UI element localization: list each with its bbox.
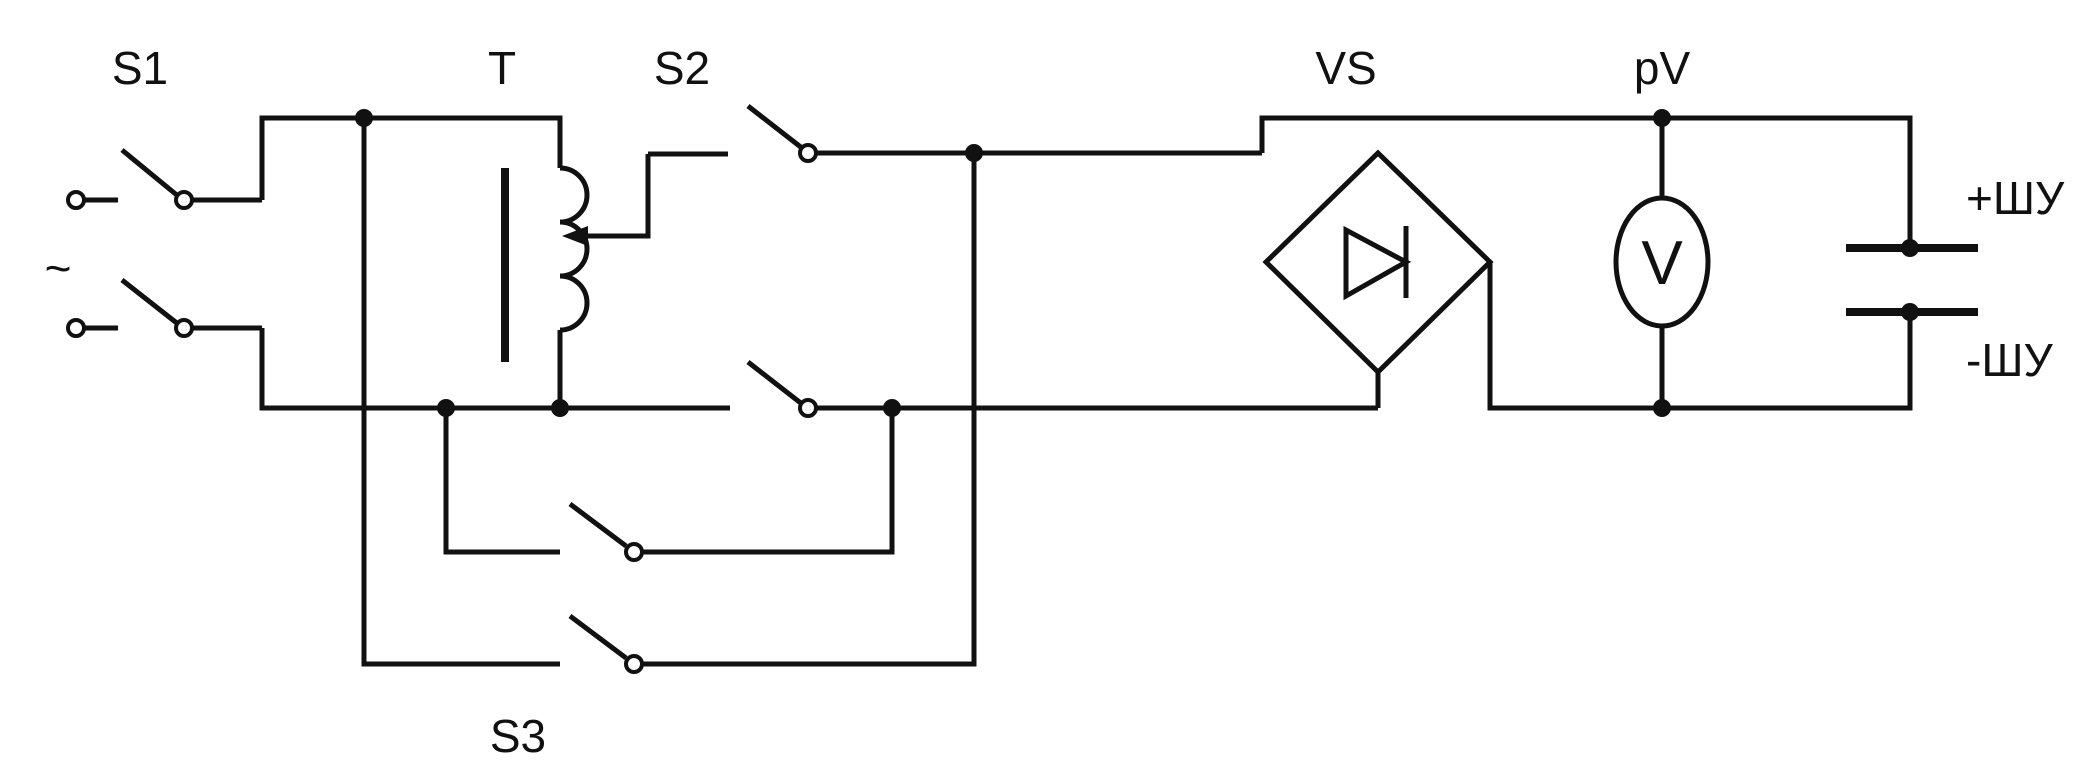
ac-input: ~ — [45, 190, 118, 338]
switch-s3: S3 — [361, 118, 977, 762]
voltmeter-pv: V pV — [1613, 42, 1711, 408]
tap-arrow-icon — [562, 226, 588, 246]
label-s1: S1 — [112, 42, 168, 94]
label-pv: pV — [1634, 42, 1691, 94]
voltmeter-symbol: V — [1641, 229, 1683, 298]
output-busbars: +ШУ -ШУ — [1662, 115, 2065, 411]
bridge-rhombus — [1262, 149, 1494, 376]
s2-contact-bottom — [798, 398, 818, 418]
label-s2: S2 — [654, 42, 710, 94]
s2-contact-top — [798, 143, 818, 163]
s3-blade-upper — [568, 502, 628, 548]
switch-s2: S2 — [648, 42, 1378, 418]
transformer-tap-lead — [586, 154, 651, 239]
s2-blade-bottom — [746, 360, 804, 406]
junction-dot — [551, 399, 569, 417]
top-rail — [259, 115, 563, 200]
input-terminal-bottom — [66, 318, 86, 338]
junction-dot — [1901, 303, 1919, 321]
ac-symbol: ~ — [45, 242, 72, 294]
label-t: T — [488, 42, 516, 94]
s1-blade-top — [120, 148, 180, 198]
junction-dot — [1653, 399, 1671, 417]
diode-icon — [1343, 225, 1412, 301]
junction-dot — [883, 399, 901, 417]
label-plus-shu: +ШУ — [1966, 172, 2065, 224]
junction-dot — [1653, 109, 1671, 127]
s1-contact-top — [174, 190, 194, 210]
label-s3: S3 — [490, 710, 546, 762]
input-terminal-top — [66, 190, 86, 210]
junction-dot — [1901, 239, 1919, 257]
bottom-rail — [259, 328, 730, 411]
label-minus-shu: -ШУ — [1966, 334, 2053, 386]
junction-dot — [437, 399, 455, 417]
s2-blade-top — [746, 104, 804, 150]
s3-contact-lower — [624, 654, 644, 674]
rectifier-vs: VS — [1259, 42, 1662, 411]
transformer-t: T — [488, 42, 651, 408]
junction-dot — [965, 144, 983, 162]
label-vs: VS — [1315, 42, 1376, 94]
switch-s1: S1 — [112, 42, 262, 338]
s3-blade-lower — [568, 614, 628, 660]
s1-contact-bottom — [174, 318, 194, 338]
junction-dot — [355, 109, 373, 127]
s3-contact-upper — [624, 542, 644, 562]
input-rails — [259, 115, 730, 411]
junctions — [355, 109, 1919, 417]
transformer-winding — [559, 165, 590, 333]
s1-blade-bottom — [120, 278, 180, 326]
